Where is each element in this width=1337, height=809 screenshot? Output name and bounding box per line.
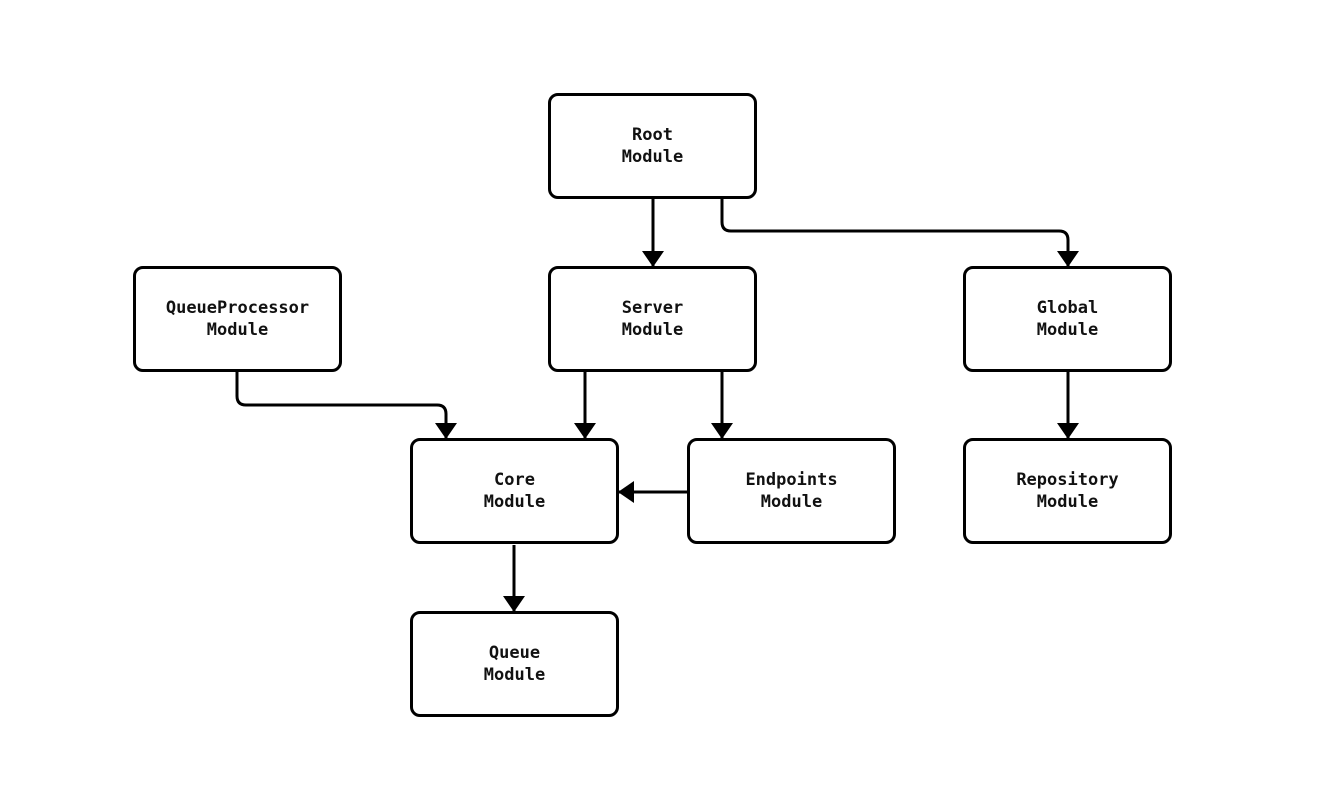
node-label-line: Module xyxy=(483,492,546,512)
node-label-line: Endpoints xyxy=(745,470,838,490)
node-label-line: Module xyxy=(206,320,269,340)
node-label-line: Module xyxy=(1036,320,1099,340)
edge-queueprocessor-to-core xyxy=(235,372,457,439)
node-label-line: Module xyxy=(483,665,546,685)
node-label-line: Server xyxy=(621,298,684,318)
node-label-line: Module xyxy=(760,492,823,512)
node-label-line: Module xyxy=(621,147,684,167)
node-label-line: Module xyxy=(1036,492,1099,512)
node-label-line: Module xyxy=(621,320,684,340)
edge-root-to-global xyxy=(720,198,1079,267)
node-label-line: Queue xyxy=(488,643,541,663)
node-label-line: Repository xyxy=(1016,470,1119,490)
node-label-line: Core xyxy=(494,470,535,490)
node-label-line: QueueProcessor xyxy=(165,298,310,318)
node-label-line: Global xyxy=(1036,298,1099,318)
node-label-line: Root xyxy=(632,125,673,145)
